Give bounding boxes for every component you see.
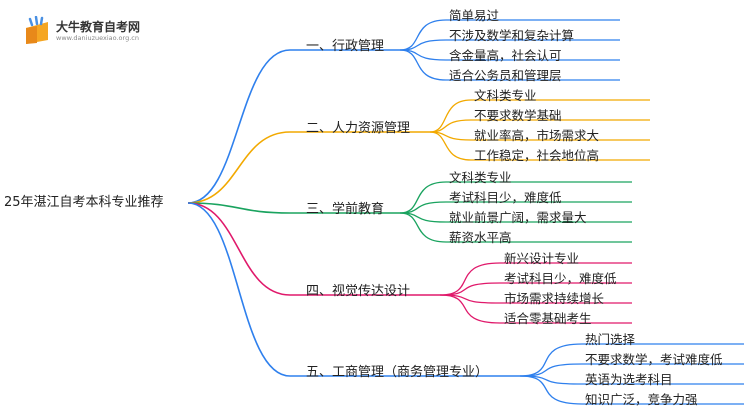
leaf-connector: [519, 343, 583, 377]
leaf-item: 工作稳定，社会地位高: [474, 148, 600, 163]
leaf-item: 适合零基础考生: [504, 311, 592, 326]
leaf-item: 不要求数学，考试难度低: [585, 352, 723, 367]
root-connector: [187, 202, 291, 377]
leaf-item: 含金量高，社会认可: [449, 48, 562, 63]
connectors: [187, 19, 744, 405]
leaf-connector: [439, 262, 501, 296]
leaf-item: 考试科目少，难度低: [449, 190, 562, 205]
leaf-item: 适合公务员和管理层: [449, 68, 562, 83]
leaf-connector: [399, 181, 447, 214]
branch-label: 四、视觉传达设计: [306, 284, 411, 299]
leaf-item: 简单易过: [449, 8, 500, 23]
root-connector: [187, 131, 291, 204]
logo-title: 大牛教育自考网: [56, 20, 141, 34]
leaf-item: 不涉及数学和复杂计算: [449, 28, 575, 43]
branch-label: 五、工商管理（商务管理专业）: [306, 365, 489, 380]
root-connector: [187, 202, 291, 214]
leaf-item: 英语为选考科目: [585, 372, 673, 387]
branch-label: 一、行政管理: [306, 39, 385, 54]
leaf-connector: [439, 282, 501, 296]
leaf-connector: [439, 294, 501, 324]
leaf-item: 不要求数学基础: [474, 108, 562, 123]
leaf-item: 就业前景广阔，需求量大: [449, 210, 587, 225]
leaf-connector: [399, 212, 447, 243]
leaf-item: 热门选择: [585, 332, 636, 347]
root-connector: [187, 202, 291, 296]
logo-url: www.daniuzuexiao.org.cn: [56, 34, 139, 42]
leaf-connector: [519, 375, 583, 405]
leaf-item: 新兴设计专业: [504, 251, 580, 266]
leaf-item: 就业率高，市场需求大: [474, 128, 600, 143]
leaf-connector: [429, 131, 472, 161]
leaf-connector: [399, 49, 447, 81]
leaf-item: 薪资水平高: [449, 230, 512, 245]
root-connector: [187, 49, 291, 204]
branch-label: 三、学前教育: [306, 202, 385, 217]
root-topic: 25年湛江自考本科专业推荐: [4, 195, 164, 210]
book-logo-icon: [26, 16, 48, 44]
leaf-item: 文科类专业: [449, 170, 512, 185]
leaf-connector: [429, 99, 472, 133]
leaf-item: 文科类专业: [474, 88, 537, 103]
leaf-connector: [519, 363, 583, 377]
leaf-item: 考试科目少，难度低: [504, 271, 617, 286]
leaf-item: 知识广泛，竞争力强: [585, 392, 698, 407]
leaf-item: 市场需求持续增长: [504, 291, 605, 306]
site-logo: 大牛教育自考网 www.daniuzuexiao.org.cn: [22, 14, 182, 48]
leaf-connector: [399, 19, 447, 51]
branch-label: 二、人力资源管理: [306, 121, 411, 136]
